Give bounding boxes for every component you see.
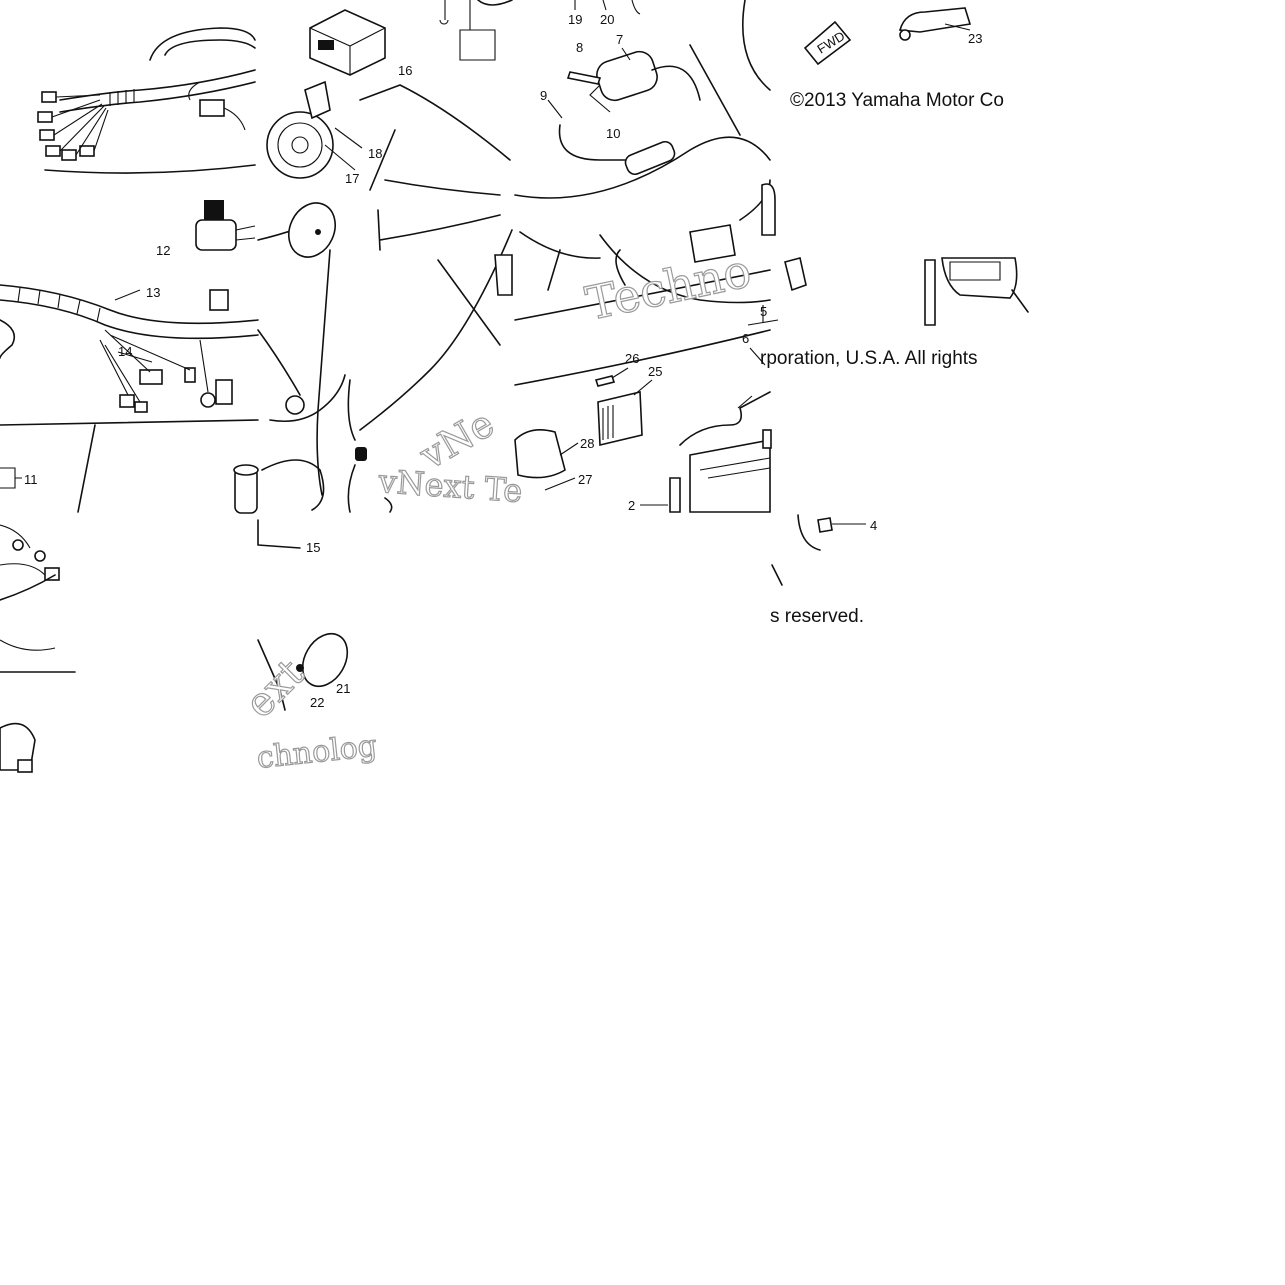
callout-13: 13: [146, 285, 160, 300]
callout-14: 14: [118, 344, 132, 359]
callout-27: 27: [578, 472, 592, 487]
callout-9: 9: [540, 88, 547, 103]
harness-tile-top-left: 12: [37, 27, 256, 258]
switch-lower: [233, 464, 259, 514]
callout-5: 5: [760, 304, 767, 319]
plug-cap-10: [558, 124, 676, 176]
part-23: [898, 7, 972, 41]
coil-7: [589, 50, 701, 113]
callout-23: 23: [968, 31, 982, 46]
battery-tile: [669, 391, 772, 513]
watermark-text-a: Techno: [581, 243, 756, 331]
callout-17: 17: [345, 171, 359, 186]
coupler: [188, 81, 246, 131]
callout-21: 21: [336, 681, 350, 696]
horn-tile: 16 17 18: [257, 0, 513, 258]
callout-16: 16: [398, 63, 412, 78]
cable-tile: 4: [771, 514, 877, 586]
callout-6: 6: [742, 331, 749, 346]
frame-tile: [257, 229, 513, 513]
callout-28: 28: [580, 436, 594, 451]
callout-26: 26: [625, 351, 639, 366]
regulator-28: [514, 429, 566, 479]
main-harness-tile: 13 14 11: [0, 284, 259, 514]
cdi-battery-tile: 26 25 28 27 2: [514, 179, 776, 513]
headlight-tile: 15 21 22: [257, 519, 350, 711]
bolt-26: [594, 375, 616, 387]
connector-cluster-14: [99, 289, 233, 413]
bracket-plate: [288, 202, 336, 258]
copyright-text-1: ©2013 Yamaha Motor Co: [790, 90, 1004, 111]
connector-cluster: [37, 91, 109, 161]
callout-18: 18: [368, 146, 382, 161]
callout-19: 19: [568, 12, 582, 27]
callout-15: 15: [306, 540, 320, 555]
copyright-text-3: s reserved.: [770, 606, 864, 627]
callout-25: 25: [648, 364, 662, 379]
harness-tile-bottom-left: [0, 524, 76, 773]
callout-11: 11: [24, 472, 38, 487]
cdi-unit-25: [597, 390, 643, 447]
callout-7: 7: [616, 32, 623, 47]
callout-12: 12: [156, 243, 170, 258]
right-tile-mid: 5 6: [742, 257, 1029, 366]
watermark-text-d: ext: [237, 650, 314, 727]
watermark-text-b: vNext Te: [376, 462, 523, 510]
switch-12: [195, 200, 256, 251]
ignition-coil-tile: 19 20 7 8 10 9: [514, 0, 771, 304]
callout-22: 22: [310, 695, 324, 710]
relay-16: [309, 9, 386, 76]
fwd-arrow-label: FWD: [803, 20, 852, 66]
watermark-text-e: chnolog: [255, 729, 378, 776]
bolt-8: [566, 71, 602, 85]
callout-4: 4: [870, 518, 877, 533]
copyright-text-2: rporation, U.S.A. All rights: [760, 348, 978, 369]
callout-20: 20: [600, 12, 614, 27]
callout-2: 2: [628, 498, 635, 513]
horn-17: [266, 80, 334, 179]
callout-10: 10: [606, 126, 620, 141]
callout-8: 8: [576, 40, 583, 55]
